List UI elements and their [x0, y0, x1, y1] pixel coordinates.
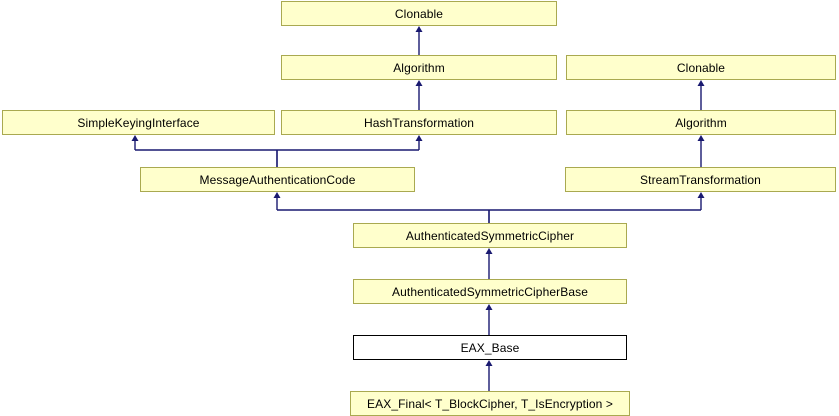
inheritance-arrow-eaxfinal-to-eaxbase	[485, 360, 493, 391]
inheritance-arrow-mac-to-hashtransformation	[276, 135, 423, 167]
class-node-label: AuthenticatedSymmetricCipher	[405, 228, 575, 243]
class-node-eaxbase[interactable]: EAX_Base	[353, 335, 627, 360]
class-node-hashtransformation[interactable]: HashTransformation	[281, 110, 557, 135]
class-node-label: Clonable	[676, 60, 726, 75]
inheritance-arrow-mac-to-simplekeying	[131, 135, 278, 167]
class-node-ascbase[interactable]: AuthenticatedSymmetricCipherBase	[353, 279, 627, 304]
class-node-label: HashTransformation	[363, 115, 475, 130]
inheritance-arrow-asc-to-streamtransform	[488, 192, 705, 223]
class-node-algorithm-mid[interactable]: Algorithm	[281, 55, 557, 80]
class-node-algorithm-right[interactable]: Algorithm	[566, 110, 836, 135]
inheritance-arrow-asc-to-mac	[273, 192, 490, 223]
class-node-simplekeying[interactable]: SimpleKeyingInterface	[2, 110, 275, 135]
inheritance-arrow-hashtransformation-to-algorithm-mid	[415, 80, 423, 110]
inheritance-arrow-streamtransform-to-algorithm-right	[697, 135, 705, 167]
class-node-label: EAX_Final< T_BlockCipher, T_IsEncryption…	[367, 396, 613, 411]
class-node-label: SimpleKeyingInterface	[77, 115, 200, 130]
class-node-label: AuthenticatedSymmetricCipherBase	[392, 284, 588, 299]
class-node-label: Algorithm	[393, 60, 445, 75]
class-node-label: EAX_Base	[460, 340, 520, 355]
class-node-label: StreamTransformation	[640, 172, 761, 187]
class-node-eaxfinal[interactable]: EAX_Final< T_BlockCipher, T_IsEncryption…	[350, 391, 630, 416]
class-node-asc[interactable]: AuthenticatedSymmetricCipher	[353, 223, 627, 248]
class-node-clonable-right[interactable]: Clonable	[566, 55, 836, 80]
class-node-label: MessageAuthenticationCode	[199, 172, 356, 187]
class-node-label: Clonable	[394, 6, 444, 21]
class-node-label: Algorithm	[675, 115, 727, 130]
inheritance-arrow-algorithm-right-to-clonable-right	[697, 80, 705, 110]
inheritance-arrow-ascbase-to-asc	[485, 248, 493, 279]
class-node-mac[interactable]: MessageAuthenticationCode	[140, 167, 415, 192]
class-node-streamtransform[interactable]: StreamTransformation	[565, 167, 836, 192]
inheritance-arrow-eaxbase-to-ascbase	[485, 304, 493, 335]
class-node-clonable-top[interactable]: Clonable	[281, 1, 557, 26]
inheritance-arrow-algorithm-mid-to-clonable-top	[415, 26, 423, 55]
